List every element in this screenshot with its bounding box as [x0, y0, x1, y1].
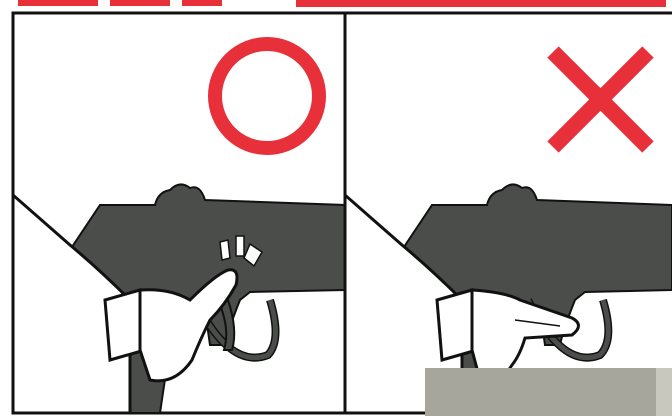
gray-overlay-block — [425, 368, 672, 416]
panel-incorrect — [345, 13, 672, 413]
panel-correct — [13, 13, 345, 413]
header-mark — [18, 0, 98, 6]
header-mark — [296, 0, 666, 7]
header-mark — [182, 0, 222, 6]
gray-overlay-highlight — [656, 368, 672, 416]
header-mark — [110, 0, 170, 6]
header-strip — [0, 0, 672, 12]
